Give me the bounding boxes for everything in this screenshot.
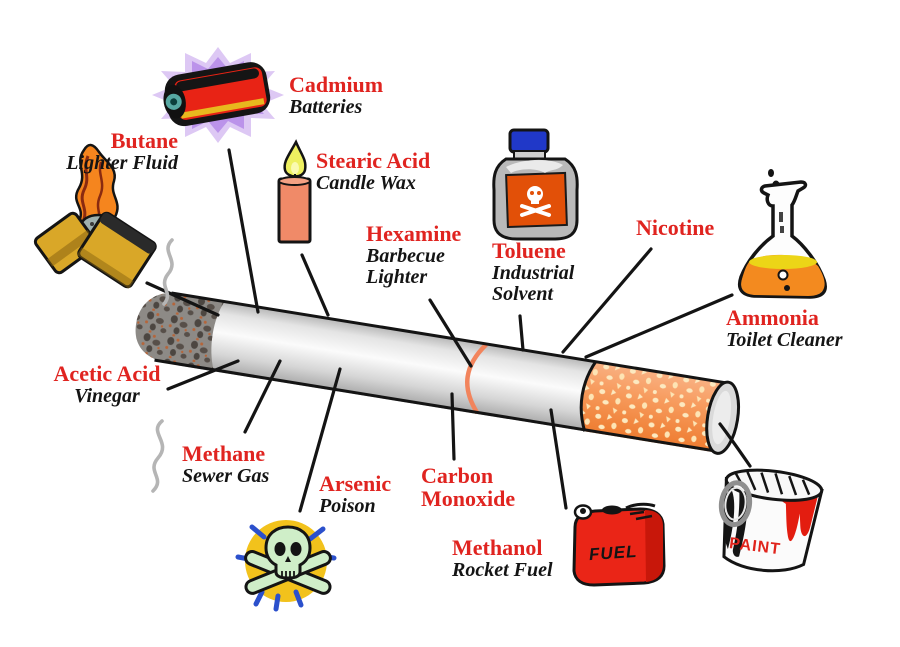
cigarette-top-outline xyxy=(171,291,729,385)
product-name: Batteries xyxy=(289,95,363,118)
leader-paint xyxy=(718,422,752,468)
product-name: Industrial Solvent xyxy=(492,261,575,305)
leader-stearic-acid xyxy=(300,253,330,317)
label-methane: Methane Sewer Gas xyxy=(182,441,270,487)
poison-bottle-icon xyxy=(492,128,579,241)
label-carbon-monoxide: Carbon Monoxide xyxy=(421,463,533,511)
leader-butane xyxy=(145,281,220,317)
chemical-name: Hexamine xyxy=(366,221,462,246)
chemical-name: Cadmium xyxy=(289,72,384,97)
leader-arsenic xyxy=(298,367,342,513)
smoke-icon xyxy=(151,419,165,493)
product-name: Sewer Gas xyxy=(182,464,270,487)
leader-cadmium xyxy=(227,148,260,314)
leader-toluene xyxy=(518,314,525,352)
product-name: Rocket Fuel xyxy=(452,558,553,581)
leader-carbon-monoxide xyxy=(450,392,456,461)
chemical-name: Nicotine xyxy=(636,215,715,240)
leader-nicotine xyxy=(561,247,653,354)
leader-methane xyxy=(243,359,282,434)
fuel-can-icon xyxy=(572,502,666,587)
chemical-name: Stearic Acid xyxy=(316,148,431,173)
chemical-name: Acetic Acid xyxy=(53,361,161,386)
product-name: Vinegar xyxy=(74,384,140,407)
label-hexamine: Hexamine Barbecue Lighter xyxy=(366,221,468,288)
chemical-name: Arsenic xyxy=(319,471,392,496)
product-name: Toilet Cleaner xyxy=(726,328,843,351)
leader-methanol xyxy=(549,408,568,510)
ash-texture xyxy=(135,292,225,371)
label-cadmium: Cadmium Batteries xyxy=(289,72,384,118)
label-stearic-acid: Stearic Acid Candle Wax xyxy=(316,148,431,194)
cigarette-illustration xyxy=(135,291,741,455)
leader-lines xyxy=(145,148,752,513)
label-acetic-acid: Acetic Acid Vinegar xyxy=(50,361,164,407)
chemical-name: Methanol xyxy=(452,535,543,560)
product-name: Candle Wax xyxy=(316,171,416,194)
product-name: Poison xyxy=(319,494,376,517)
paint-can-icon xyxy=(718,468,824,573)
label-arsenic: Arsenic Poison xyxy=(319,471,392,517)
lighter-icon xyxy=(33,143,157,289)
chemical-name: Methane xyxy=(182,441,266,466)
chemical-name: Toluene xyxy=(492,238,566,263)
flask-icon xyxy=(737,169,827,299)
chemical-name: Ammonia xyxy=(726,305,819,330)
label-nicotine: Nicotine xyxy=(636,215,715,240)
leader-ammonia xyxy=(584,293,734,359)
leader-acetic-acid xyxy=(166,359,240,391)
smoke-icon xyxy=(162,238,174,306)
leader-hexamine xyxy=(428,298,473,368)
label-butane: Butane Lighter Fluid xyxy=(62,128,178,174)
chemical-name: Butane xyxy=(110,128,178,153)
chemical-name: Carbon Monoxide xyxy=(421,463,516,511)
cigarette-paper xyxy=(177,295,598,432)
battery-icon xyxy=(152,47,284,143)
skull-crossbones-icon xyxy=(235,520,337,612)
label-methanol: Methanol Rocket Fuel xyxy=(452,535,553,581)
cigarette-orange-ring xyxy=(465,342,488,415)
candle-icon xyxy=(277,139,312,244)
label-ammonia: Ammonia Toilet Cleaner xyxy=(726,305,843,351)
smoke-wisps xyxy=(151,238,174,493)
filter-speckles xyxy=(581,361,729,453)
label-toluene: Toluene Industrial Solvent xyxy=(492,238,588,305)
filter-seam xyxy=(579,360,598,432)
product-name: Barbecue Lighter xyxy=(366,244,445,288)
product-name: Lighter Fluid xyxy=(66,151,178,174)
cigarette-bottom-outline xyxy=(154,358,718,453)
